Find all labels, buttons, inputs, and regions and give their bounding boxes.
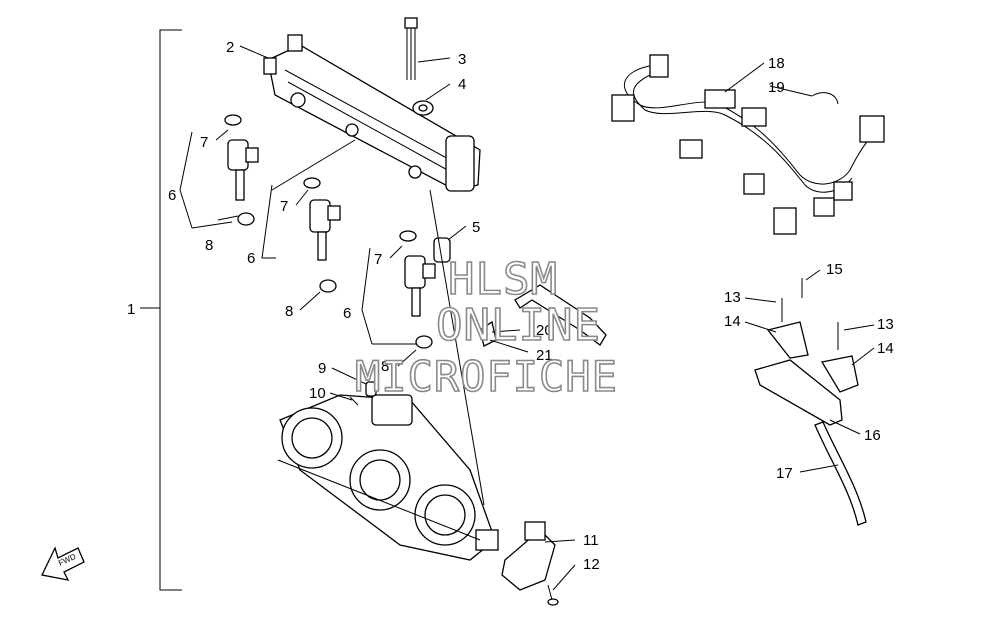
- callout-19: 19: [768, 79, 785, 96]
- sensor-screw: [547, 584, 559, 606]
- forward-arrow-icon: FWD: [41, 546, 85, 581]
- callout-6a: 6: [168, 187, 176, 204]
- callout-9: 9: [318, 360, 326, 377]
- throttle-position-sensor: [501, 521, 556, 591]
- callout-14a: 14: [724, 313, 741, 330]
- callout-13a: 13: [724, 289, 741, 306]
- watermark-line-3: MICROFICHE: [354, 351, 618, 402]
- watermark-line-2: ONLINE: [435, 299, 601, 352]
- callout-2: 2: [226, 39, 234, 56]
- watermark-line-1: HLSM: [447, 253, 558, 306]
- small-screw: [349, 396, 359, 406]
- callout-12: 12: [583, 556, 600, 573]
- callout-1: 1: [127, 301, 135, 318]
- fuel-injector-3: [399, 230, 436, 349]
- callout-21: 21: [536, 347, 553, 364]
- callout-5: 5: [472, 219, 480, 236]
- callout-7b: 7: [280, 198, 288, 215]
- callout-4: 4: [458, 76, 466, 93]
- assembly-bracket: [140, 29, 182, 591]
- callout-7a: 7: [200, 134, 208, 151]
- sensor-cap: [365, 381, 377, 397]
- callout-3: 3: [458, 51, 466, 68]
- callout-8c: 8: [381, 358, 389, 375]
- callout-13b: 13: [877, 316, 894, 333]
- fuel-injector-1: [224, 114, 259, 226]
- callout-17: 17: [776, 465, 793, 482]
- fuel-injector-2: [303, 177, 341, 293]
- harness-clip: [811, 92, 839, 105]
- vacuum-hose: [514, 284, 607, 346]
- rail-washer: [412, 100, 434, 116]
- mounting-bracket: [754, 278, 859, 426]
- hose-clamp: [479, 320, 497, 347]
- throttle-body: [277, 394, 499, 561]
- callout-8a: 8: [205, 237, 213, 254]
- wiring-harness: [611, 54, 885, 235]
- callout-16: 16: [864, 427, 881, 444]
- callout-11: 11: [583, 532, 599, 549]
- callout-labels: 1 2 3 4 5 6 6 6 7 7 7 8 8 8 9 10 11 12 1…: [127, 39, 894, 573]
- callout-20: 20: [536, 322, 553, 339]
- callout-15: 15: [826, 261, 843, 278]
- fuel-rail: [263, 34, 481, 192]
- callout-10: 10: [309, 385, 326, 402]
- callout-7c: 7: [374, 251, 382, 268]
- leader-lines: [179, 45, 875, 591]
- callout-6b: 6: [247, 250, 255, 267]
- callout-8b: 8: [285, 303, 293, 320]
- vent-hose: [814, 421, 867, 526]
- callout-14b: 14: [877, 340, 894, 357]
- rail-bolt: [404, 17, 418, 80]
- callout-18: 18: [768, 55, 785, 72]
- callout-6c: 6: [343, 305, 351, 322]
